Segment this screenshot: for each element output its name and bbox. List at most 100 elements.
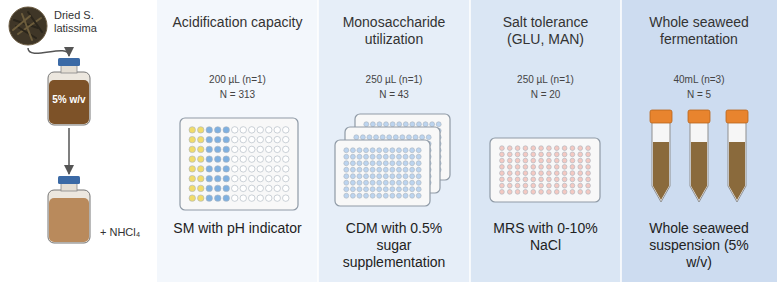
well [531, 171, 536, 176]
count-label: N = 5 [635, 89, 763, 101]
panel-ground [318, 0, 470, 282]
well [357, 154, 362, 159]
well [420, 135, 425, 140]
well [370, 154, 375, 159]
well [390, 148, 395, 153]
well [206, 175, 212, 181]
well [416, 193, 421, 198]
well [380, 135, 385, 140]
well [370, 154, 375, 159]
well [578, 183, 583, 188]
well [384, 148, 389, 153]
well [240, 127, 246, 133]
well [367, 135, 372, 140]
well [344, 180, 349, 185]
well [547, 165, 552, 170]
well [410, 180, 415, 185]
well [377, 167, 382, 172]
well [397, 122, 402, 127]
well [531, 152, 536, 157]
well [403, 161, 408, 166]
well [539, 177, 544, 182]
well [364, 122, 369, 127]
tube-body [652, 122, 670, 202]
well [390, 180, 395, 185]
well [232, 175, 238, 181]
well [515, 152, 520, 157]
well [403, 193, 408, 198]
well [426, 135, 431, 140]
well [240, 185, 246, 191]
well [410, 161, 415, 166]
well [523, 146, 528, 151]
well [274, 156, 280, 162]
well [215, 195, 221, 201]
step-panel: Acidification capacity200 µL (n=1)N = 31… [157, 0, 318, 282]
well [547, 183, 552, 188]
tube-cap [726, 110, 748, 123]
well [350, 193, 355, 198]
well [240, 195, 246, 201]
well [223, 156, 229, 162]
well [523, 190, 528, 195]
well [240, 146, 246, 152]
specimen-label: Dried S. latissima [54, 9, 116, 35]
well [257, 185, 263, 191]
panel-divider [317, 0, 319, 282]
well [387, 135, 392, 140]
well [570, 171, 575, 176]
well [515, 146, 520, 151]
well [507, 183, 512, 188]
well [249, 156, 255, 162]
well [223, 175, 229, 181]
well [554, 177, 559, 182]
well [266, 146, 272, 152]
well [554, 171, 559, 176]
well [274, 146, 280, 152]
well [215, 166, 221, 172]
well [507, 171, 512, 176]
well [357, 174, 362, 179]
plate-body [335, 140, 430, 206]
well [377, 193, 382, 198]
well-plate [490, 138, 600, 202]
well [547, 152, 552, 157]
well [403, 187, 408, 192]
well [383, 187, 388, 192]
well [403, 122, 408, 127]
well [357, 187, 362, 192]
well [370, 167, 375, 172]
well [344, 154, 349, 159]
well [547, 171, 552, 176]
well [554, 183, 559, 188]
well [383, 148, 388, 153]
plates-and-tubes [180, 110, 748, 210]
well [240, 136, 246, 142]
well [377, 161, 382, 166]
well [364, 154, 369, 159]
photo-outline [8, 6, 48, 46]
well [377, 148, 382, 153]
well [523, 152, 528, 157]
step-title: Whole seaweed fermentation [635, 14, 763, 48]
well [586, 190, 591, 195]
well [586, 165, 591, 170]
well [500, 152, 505, 157]
well [383, 161, 388, 166]
well [410, 193, 415, 198]
well [397, 148, 402, 153]
well [266, 136, 272, 142]
well [539, 183, 544, 188]
well [578, 165, 583, 170]
well [257, 146, 263, 152]
panel-ground [621, 0, 777, 282]
well [570, 183, 575, 188]
well [547, 190, 552, 195]
well [384, 122, 389, 127]
well [344, 174, 349, 179]
well [257, 175, 263, 181]
well [266, 185, 272, 191]
well [507, 165, 512, 170]
well [403, 148, 408, 153]
well [416, 154, 421, 159]
